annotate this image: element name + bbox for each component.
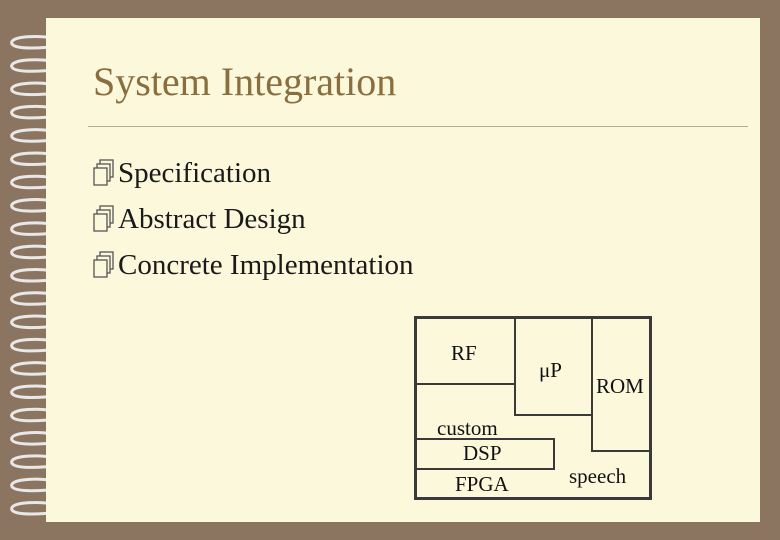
binding-ring (10, 128, 65, 143)
rom-label: ROM (596, 374, 644, 398)
binding-ring (10, 58, 65, 73)
binding-ring (10, 477, 65, 493)
rf-label: RF (451, 341, 477, 365)
dsp-label: DSP (463, 441, 502, 465)
binding-ring (10, 81, 65, 97)
bullet-text: Concrete Implementation (118, 248, 414, 281)
binding-ring (10, 291, 65, 306)
stacked-pages-icon (93, 205, 114, 232)
fpga-label: FPGA (455, 472, 509, 496)
binding-ring (10, 244, 65, 260)
slide-title: System Integration (93, 59, 397, 104)
stacked-pages-icon (93, 251, 114, 278)
title-divider (88, 126, 748, 127)
binding-ring (10, 221, 65, 236)
bullet-item: Concrete Implementation (90, 242, 414, 288)
binding-ring (10, 501, 65, 516)
binding-ring (10, 361, 65, 376)
slide-page (46, 18, 760, 522)
bullet-text: Specification (118, 156, 272, 189)
custom-label: custom (437, 416, 498, 440)
binding-ring (10, 198, 65, 213)
binding-ring (10, 35, 65, 50)
bullet-item: Abstract Design (90, 196, 414, 242)
binding-ring (10, 268, 65, 283)
bullet-item: Specification (90, 150, 414, 196)
binding-ring (10, 314, 65, 330)
speech-label: speech (569, 464, 627, 488)
bullet-text: Abstract Design (118, 202, 306, 235)
binding-ring (10, 384, 65, 399)
binding-ring (10, 337, 65, 353)
binding-ring (10, 104, 65, 120)
binding-ring (10, 407, 65, 423)
bullet-list: Specification Abstract Design Concrete I… (90, 150, 414, 288)
binding-ring (10, 454, 65, 469)
microprocessor-label: μP (539, 358, 562, 382)
chip-floorplan-diagram: RF μP ROM custom DSP FPGA speech (414, 316, 652, 500)
binding-ring (10, 174, 65, 190)
rom-block (591, 319, 649, 452)
dsp-block (417, 438, 555, 470)
stacked-pages-icon (93, 159, 114, 186)
binding-ring (10, 431, 65, 446)
binding-ring (10, 151, 65, 166)
